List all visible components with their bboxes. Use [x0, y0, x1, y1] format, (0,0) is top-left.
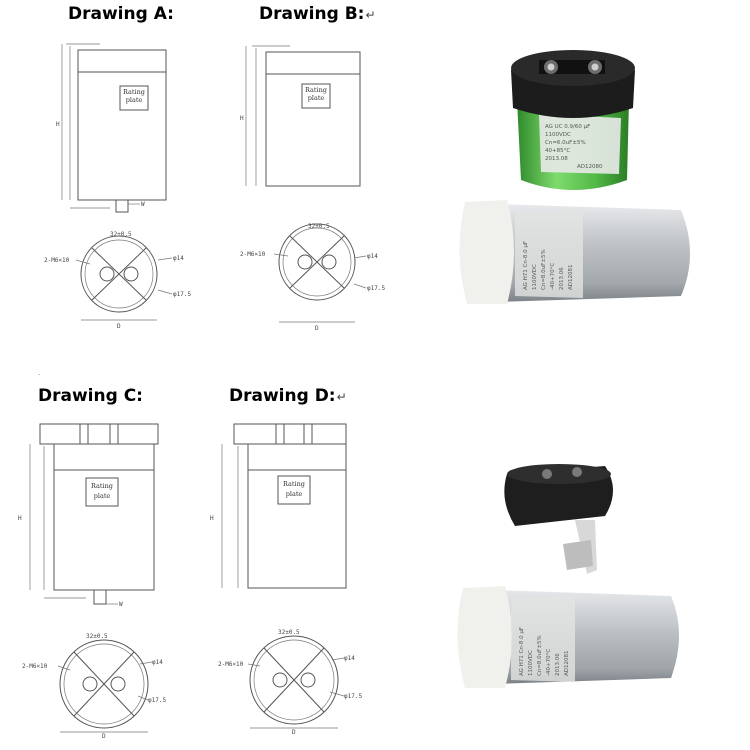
- drawing-c-side-view: Rating plate H W: [18, 423, 159, 608]
- svg-text:32±0.5: 32±0.5: [308, 223, 330, 230]
- svg-text:2-M6×10: 2-M6×10: [218, 661, 244, 668]
- svg-text:D: D: [117, 323, 121, 330]
- svg-text:D: D: [292, 729, 296, 736]
- svg-text:2-M6×10: 2-M6×10: [240, 251, 266, 258]
- svg-text:AD12080: AD12080: [577, 164, 603, 170]
- svg-text:W: W: [119, 601, 123, 608]
- drawing-d-plate-line1: Rating: [283, 480, 305, 488]
- svg-text:Cn=8.0uF±5%: Cn=8.0uF±5%: [537, 635, 543, 676]
- svg-text:AD12081: AD12081: [568, 265, 574, 291]
- svg-text:AG UC 0.9/60 μF: AG UC 0.9/60 μF: [545, 124, 590, 130]
- svg-text:-40+70°C: -40+70°C: [546, 649, 552, 676]
- svg-text:32±0.5: 32±0.5: [110, 231, 132, 238]
- svg-text:1100VDC: 1100VDC: [532, 264, 538, 290]
- svg-text:AD12081: AD12081: [564, 651, 570, 677]
- svg-text:H: H: [56, 121, 60, 128]
- svg-text:φ17.5: φ17.5: [173, 291, 191, 298]
- svg-text:φ17.5: φ17.5: [344, 693, 362, 700]
- lying-cap-end: [459, 200, 514, 304]
- svg-text:φ17.5: φ17.5: [148, 697, 166, 704]
- lid-bolt-left: [542, 469, 552, 479]
- drawing-d-side-view: Rating plate H: [210, 423, 347, 589]
- svg-text:2-M6×10: 2-M6×10: [22, 663, 48, 670]
- drawing-a-title: Drawing A:: [68, 4, 174, 24]
- svg-text:φ14: φ14: [152, 659, 163, 666]
- drawing-a-top-view: 32±0.5 2-M6×10 φ14 φ17.5 D: [44, 231, 191, 330]
- svg-text:Cn=6.0uF±5%: Cn=6.0uF±5%: [545, 140, 586, 146]
- capacitor-photo-bottom: AG H71 Cn-8.0 μF 1100VDC Cn=8.0uF±5% -40…: [457, 464, 679, 688]
- drawing-c-title: Drawing C:: [38, 386, 143, 406]
- svg-text:1100VDC: 1100VDC: [545, 132, 571, 138]
- svg-text:H: H: [210, 515, 214, 522]
- drawing-b-plate-line1: Rating: [305, 86, 327, 94]
- svg-text:1100VDC: 1100VDC: [528, 650, 534, 676]
- svg-text:32±0.5: 32±0.5: [278, 629, 300, 636]
- drawing-b-title: Drawing B:↵: [259, 4, 376, 24]
- svg-text:H: H: [240, 115, 244, 122]
- drawing-a-plate-line2: plate: [126, 96, 143, 104]
- drawing-d-top-view: 32±0.5 2-M6×10 φ14 φ17.5 D: [218, 629, 362, 736]
- drawing-c-plate-line1: Rating: [91, 482, 113, 490]
- drawing-c-top-view: 32±0.5 2-M6×10 φ14 φ17.5 D: [22, 633, 166, 740]
- svg-text:2-M6×10: 2-M6×10: [44, 257, 70, 264]
- drawing-a-side-view: Rating plate H W: [56, 43, 167, 213]
- svg-text:H: H: [18, 515, 22, 522]
- svg-text:-40+70°C: -40+70°C: [550, 263, 556, 290]
- svg-text:D: D: [102, 733, 106, 740]
- stray-mark: .: [38, 368, 41, 377]
- upright-cap-label: [539, 114, 621, 174]
- svg-text:φ14: φ14: [344, 655, 355, 662]
- drawing-d-title: Drawing D:↵: [229, 386, 347, 406]
- svg-text:2013.08: 2013.08: [545, 156, 568, 162]
- drawing-a-plate-line1: Rating: [123, 88, 145, 96]
- svg-text:W: W: [141, 201, 145, 208]
- svg-text:D: D: [315, 325, 319, 332]
- drawing-b-side-view: Rating plate H: [240, 45, 361, 187]
- svg-text:φ17.5: φ17.5: [367, 285, 385, 292]
- svg-text:40+85°C: 40+85°C: [545, 148, 570, 154]
- svg-text:2013.06: 2013.06: [555, 653, 561, 676]
- lying-cap-end-2: [457, 586, 512, 688]
- drawing-b-top-view: 32±0.5 2-M6×10 φ14 φ17.5 D: [240, 223, 385, 332]
- svg-text:AG H71 Cn-8.0 μF: AG H71 Cn-8.0 μF: [519, 627, 525, 676]
- lid-bolt-right: [572, 467, 582, 477]
- drawing-d-plate-line2: plate: [286, 490, 303, 498]
- capacitor-photo-top: AG UC 0.9/60 μF 1100VDC Cn=6.0uF±5% 40+8…: [459, 50, 690, 304]
- svg-text:AG H71 Cn-8.0 μF: AG H71 Cn-8.0 μF: [523, 241, 529, 290]
- svg-text:Cn=8.0uF±5%: Cn=8.0uF±5%: [541, 249, 547, 290]
- svg-text:32±0.5: 32±0.5: [86, 633, 108, 640]
- svg-text:2013.06: 2013.06: [559, 267, 565, 290]
- svg-text:φ14: φ14: [173, 255, 184, 262]
- svg-text:φ14: φ14: [367, 253, 378, 260]
- drawing-b-plate-line2: plate: [308, 94, 325, 102]
- drawing-c-plate-line2: plate: [94, 492, 111, 500]
